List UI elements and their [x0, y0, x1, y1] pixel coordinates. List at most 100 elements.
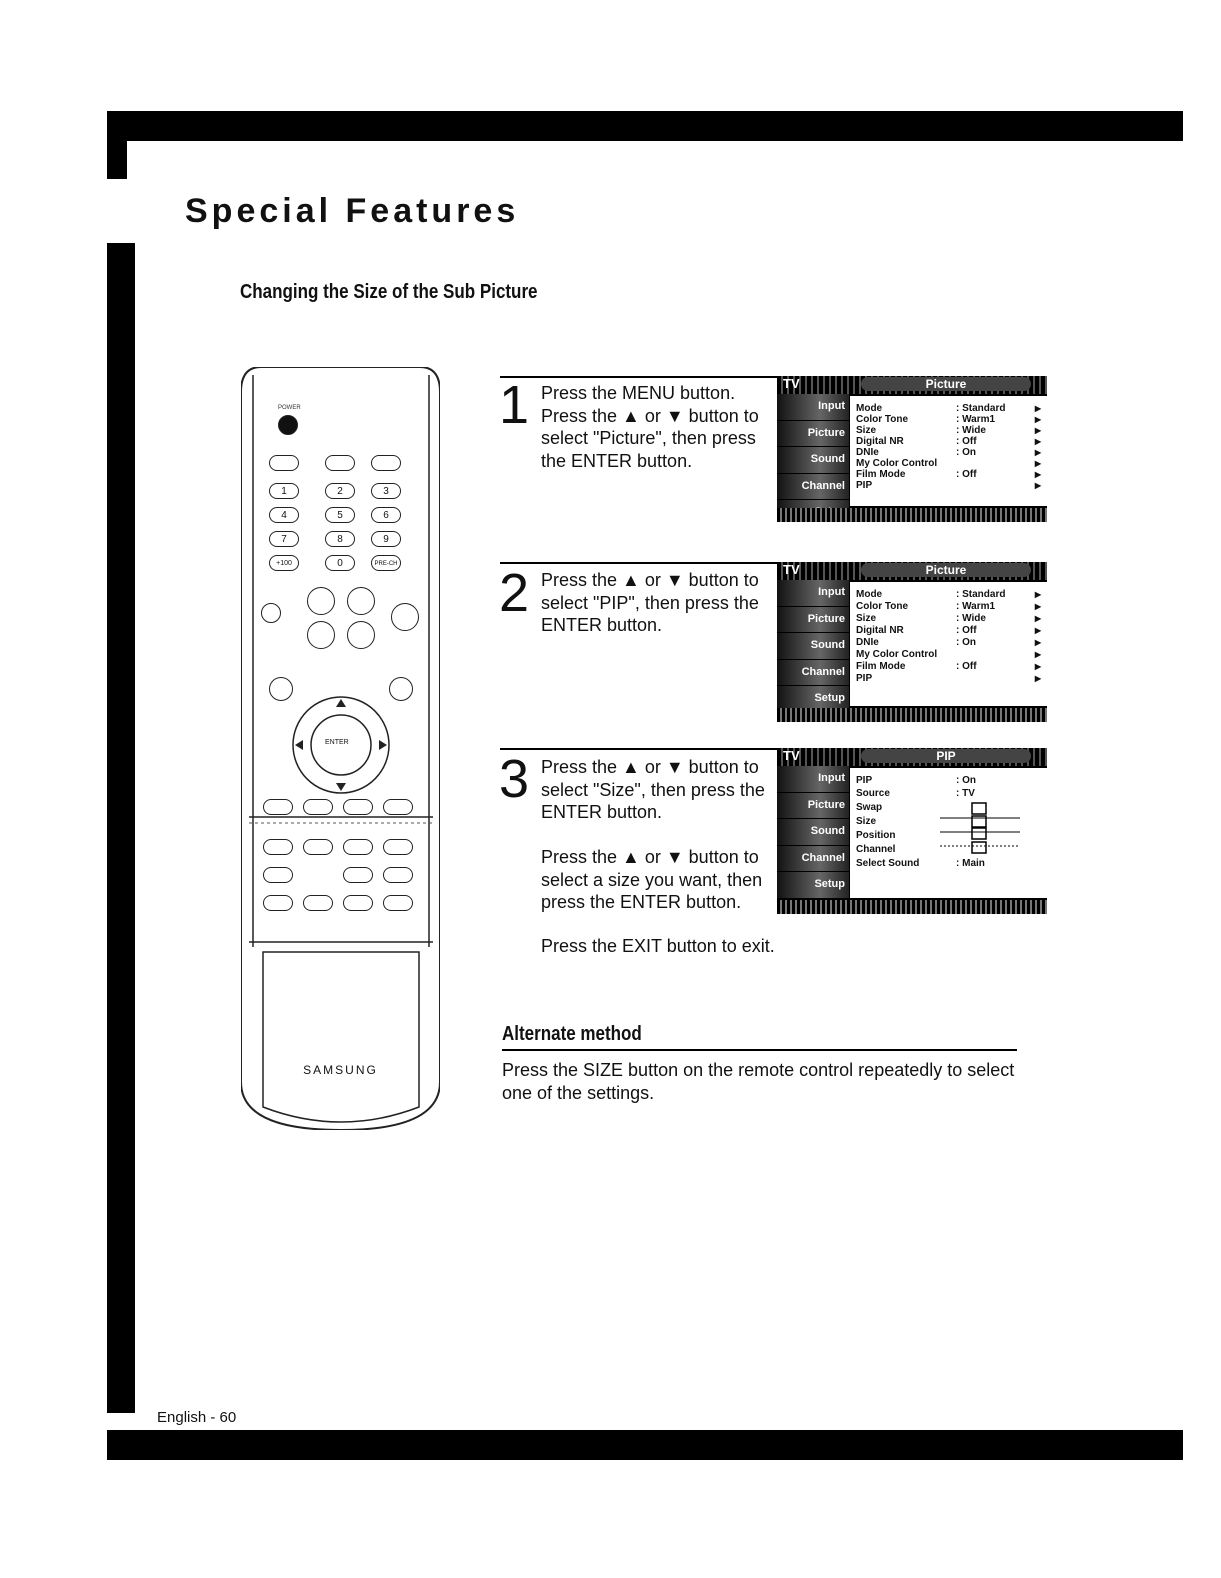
osd-side-input: Input	[777, 766, 849, 792]
osd-side-setup: Setup	[777, 872, 849, 898]
alternate-heading: Alternate method	[502, 1023, 642, 1045]
osd-side-picture: Picture	[777, 420, 849, 446]
step1-line3: select "Picture", then press	[541, 428, 756, 448]
pip-on-button	[263, 867, 293, 883]
power-label: POWER	[278, 405, 301, 411]
step3-line3: ENTER button.	[541, 802, 663, 822]
osd-header: TV Picture	[777, 562, 1047, 580]
dnie-button	[343, 839, 373, 855]
alternate-text: Press the SIZE button on the remote cont…	[502, 1059, 1014, 1104]
exit-button	[389, 677, 413, 701]
osd-side-channel: Channel	[777, 845, 849, 871]
number-key-6: 6	[371, 507, 401, 523]
step3-line2: select "Size", then press the	[541, 779, 765, 800]
step1-line1: Press the MENU button.	[541, 383, 736, 403]
osd-tv-label: TV	[783, 562, 800, 577]
mode-button-3	[371, 455, 401, 471]
osd-tv-label: TV	[783, 376, 800, 391]
srs-button	[383, 799, 413, 815]
sleep-button	[263, 839, 293, 855]
source-button	[391, 603, 419, 631]
osd-panel: Mode: Standard▶ Color Tone: Warm1▶ Size:…	[850, 396, 1047, 506]
number-key-5: 5	[325, 507, 355, 523]
page-title: Special Features	[185, 192, 520, 230]
osd-side-sound: Sound	[777, 447, 849, 473]
osd-screen-picture-1: TV Picture Input Picture Sound Channel S…	[777, 376, 1047, 522]
number-key-8: 8	[325, 531, 355, 547]
swap-button	[343, 867, 373, 883]
osd-side-channel: Channel	[777, 659, 849, 685]
number-key-4: 4	[269, 507, 299, 523]
mode-button-1	[269, 455, 299, 471]
osd-side-setup: Setup	[777, 686, 849, 712]
step1-rule	[500, 376, 780, 378]
number-key-3: 3	[371, 483, 401, 499]
osd-caption: Picture	[861, 377, 1031, 391]
step3-text: Press the ▲ or ▼ button to select "Size"…	[541, 756, 765, 824]
step3-number: 3	[499, 749, 530, 809]
step3-rule	[500, 748, 780, 750]
rew-button	[263, 895, 293, 911]
power-button	[278, 415, 298, 435]
step2-rule	[500, 562, 780, 564]
top-bar	[107, 111, 1183, 141]
mute-button	[261, 603, 281, 623]
psize-button	[263, 799, 293, 815]
osd-header: TV Picture	[777, 376, 1047, 394]
menu-button	[269, 677, 293, 701]
number-key-0: 0	[325, 555, 355, 571]
osd-tv-label: TV	[783, 748, 800, 763]
osd-caption: PIP	[861, 749, 1031, 763]
osd-panel: PIP: On Source: TV Swap Size Position Ch…	[850, 768, 1047, 898]
alternate-line2: one of the settings.	[502, 1082, 655, 1103]
osd-side-sound: Sound	[777, 819, 849, 845]
osd-side-menu: Input Picture Sound Channel Setup	[777, 766, 849, 900]
step1-text: Press the MENU button. Press the ▲ or ▼ …	[541, 382, 759, 472]
pip-size-icons	[940, 802, 1020, 854]
step2-text: Press the ▲ or ▼ button to select "PIP",…	[541, 569, 759, 637]
osd-header: TV PIP	[777, 748, 1047, 766]
number-key-1: 1	[269, 483, 299, 499]
number-key-7: 7	[269, 531, 299, 547]
section-subtitle: Changing the Size of the Sub Picture	[240, 281, 538, 303]
play-pause-button	[343, 895, 373, 911]
pre-ch-key: PRE-CH	[371, 555, 401, 571]
remote-outline	[240, 366, 441, 1132]
mts-button	[343, 799, 373, 815]
osd-side-picture: Picture	[777, 606, 849, 632]
number-key-9: 9	[371, 531, 401, 547]
osd-side-sound: Sound	[777, 633, 849, 659]
pip-up-button	[383, 839, 413, 855]
step1-line4: the ENTER button.	[541, 450, 693, 471]
step2-line2: select "PIP", then press the	[541, 592, 759, 613]
osd-screen-pip: TV PIP Input Picture Sound Channel Setup…	[777, 748, 1047, 914]
ch-up-button	[347, 587, 375, 615]
enter-label: ENTER	[325, 739, 349, 746]
still-button	[303, 799, 333, 815]
osd-side-menu: Input Picture Sound Channel Setup	[777, 394, 849, 522]
alternate-line1: Press the SIZE button on the remote cont…	[502, 1060, 1015, 1080]
left-bar-top	[107, 111, 127, 179]
mode-button-2	[325, 455, 355, 471]
step2-line3: ENTER button.	[541, 615, 663, 635]
remote-brand: SAMSUNG	[303, 1063, 378, 1077]
osd-side-input: Input	[777, 580, 849, 606]
ch-down-button	[347, 621, 375, 649]
osd-footer	[777, 708, 1047, 722]
alternate-rule	[502, 1049, 1017, 1051]
osd-side-input: Input	[777, 394, 849, 420]
pip-down-button	[383, 867, 413, 883]
vol-down-button	[307, 621, 335, 649]
step1-line2: Press the ▲ or ▼ button to	[541, 405, 759, 426]
osd-side-picture: Picture	[777, 792, 849, 818]
osd-footer	[777, 508, 1047, 522]
step3-extra-line3: press the ENTER button.	[541, 892, 742, 912]
step3-extra-line1: Press the ▲ or ▼ button to	[541, 847, 759, 867]
osd-caption: Picture	[861, 563, 1031, 577]
add-del-button	[303, 839, 333, 855]
osd-panel: Mode: Standard▶ Color Tone: Warm1▶ Size:…	[850, 582, 1047, 706]
osd-screen-picture-2: TV Picture Input Picture Sound Channel S…	[777, 562, 1047, 722]
osd-footer	[777, 900, 1047, 914]
step2-number: 2	[499, 563, 530, 623]
step3-line1: Press the ▲ or ▼ button to	[541, 757, 759, 777]
